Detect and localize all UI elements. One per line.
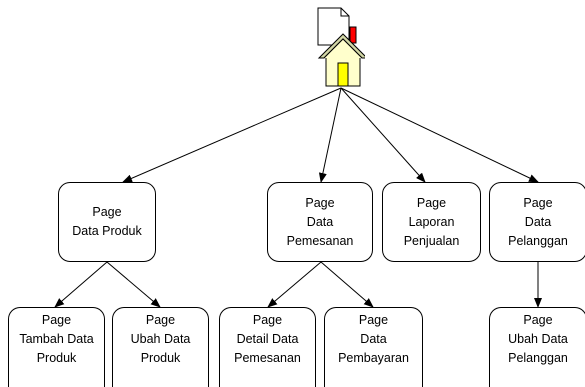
node-line: Page [92,205,122,219]
node-line: Page [145,313,176,327]
node-line: Data [524,214,552,229]
connector-produk-to-ubah [106,261,161,308]
node-line: Laporan [408,214,455,229]
node-line: Page [305,195,335,210]
node-line: Penjualan [403,233,460,248]
connector-home-to-laporan [340,87,426,183]
node-line: Pelanggan [508,233,568,248]
connector-home-to-pelanggan [340,87,539,183]
node-line: Pelanggan [508,351,568,365]
node-line: Produk [140,351,181,365]
node-line: Tambah Data [19,332,94,346]
home-page-icon [317,7,365,87]
node-line: Data [360,332,387,346]
node-page-data-pelanggan: Page Data Pelanggan [489,182,585,262]
node-line: Ubah Data [508,332,568,346]
node-line: Pemesanan [234,351,301,365]
node-line: Produk [36,351,77,365]
node-line: Data Produk [72,224,142,238]
node-page-data-produk: Page Data Produk [58,182,156,262]
node-line: Page [523,195,553,210]
node-line: Page [523,313,553,327]
connector-produk-to-tambah [54,261,108,308]
connector-pemesanan-to-detail [267,261,322,308]
connector-home-to-produk [122,87,342,183]
node-line: Data [306,214,334,229]
node-line: Page [358,313,389,327]
connector-pemesanan-to-pembayaran [320,261,374,308]
node-line: Ubah Data [130,332,191,346]
node-page-laporan-penjualan: Page Laporan Penjualan [382,182,481,262]
node-page-data-pembayaran: Page Data Pembayaran [324,307,423,387]
connector-home-to-pemesanan [318,87,342,183]
node-line: Pembayaran [338,351,409,365]
node-page-tambah-data-produk: Page Tambah Data Produk [8,307,105,387]
node-line: Detail Data [236,332,299,346]
node-line: Page [416,195,447,210]
node-page-ubah-data-produk: Page Ubah Data Produk [112,307,209,387]
node-line: Page [41,313,72,327]
node-line: Page [252,313,283,327]
node-page-data-pemesanan: Page Data Pemesanan [267,182,373,262]
node-page-detail-data-pemesanan: Page Detail Data Pemesanan [219,307,316,387]
node-line: Pemesanan [286,233,354,248]
node-page-ubah-data-pelanggan: Page Ubah Data Pelanggan [489,307,585,387]
